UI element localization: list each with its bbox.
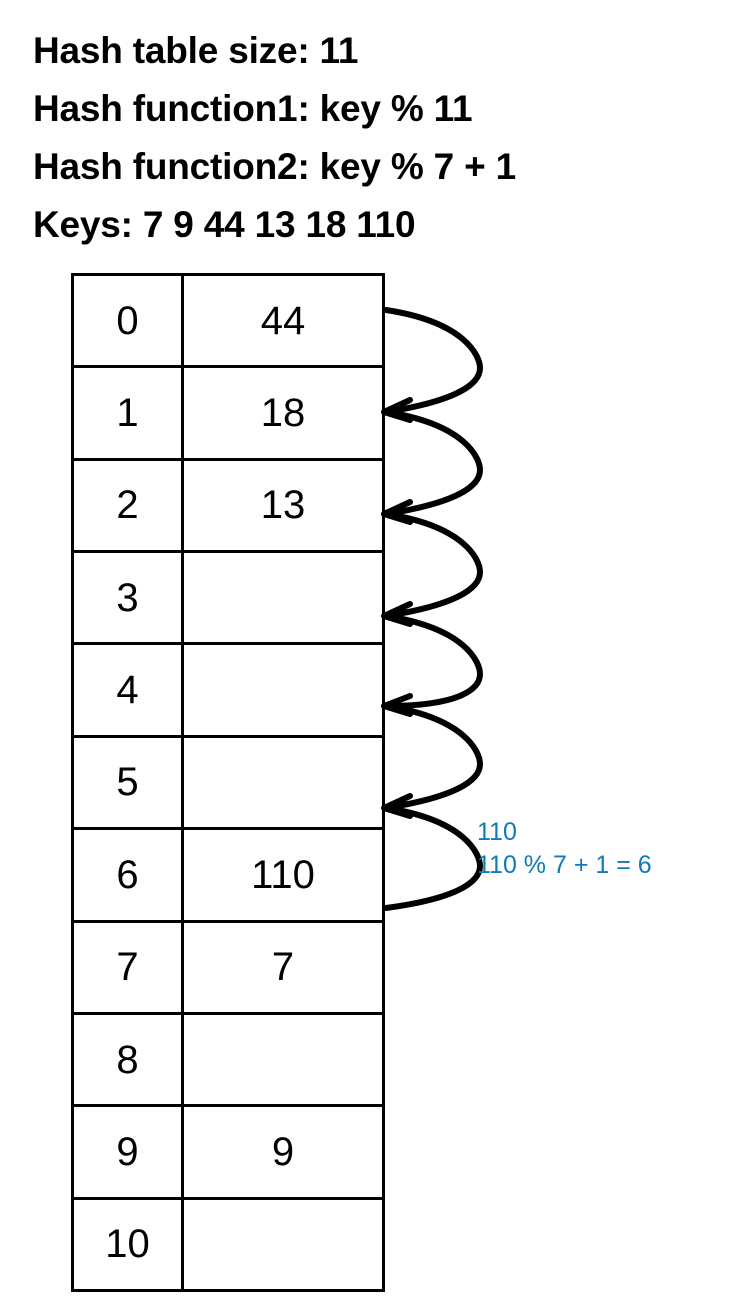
slot-index: 4 (74, 645, 184, 735)
slot-value (184, 645, 382, 734)
table-row: 9 9 (74, 1107, 382, 1200)
slot-value: 110 (251, 852, 315, 897)
table-row: 8 (74, 1014, 382, 1108)
slot-value (184, 1015, 382, 1104)
table-row: 6 110 (74, 830, 382, 923)
slot-value: 7 (271, 945, 295, 990)
slot-index: 2 (74, 460, 184, 551)
table-row: 10 (74, 1199, 382, 1289)
slot-value (184, 738, 382, 827)
probe-arrowhead-4 (381, 693, 413, 717)
slot-value: 13 (260, 483, 306, 528)
probe-arrow-5-to-6 (383, 805, 484, 911)
probe-arrowhead-2 (381, 499, 413, 525)
table-row: 2 13 (74, 460, 382, 554)
probe-arrow-3-to-4 (383, 613, 484, 709)
header-line-table-size: Hash table size: 11 (33, 30, 359, 71)
slot-index: 1 (74, 368, 184, 458)
probe-arrow-4-to-5 (383, 703, 484, 811)
table-row: 3 (74, 553, 382, 646)
slot-index: 0 (74, 276, 184, 366)
probe-arrow-0-to-1 (383, 307, 484, 415)
slot-value: 18 (260, 391, 306, 436)
header-line-hash-function-1: Hash function1: key % 11 (33, 88, 473, 129)
slot-value (184, 553, 382, 642)
table-row: 7 7 (74, 922, 382, 1015)
slot-value (184, 1200, 382, 1289)
annotation-computation: 110 % 7 + 1 = 6 (477, 851, 652, 879)
hash-table: 0 44 1 18 2 13 3 4 5 6 110 7 7 8 9 9 10 (71, 273, 385, 1292)
slot-index: 9 (74, 1107, 184, 1197)
table-row: 0 44 (74, 276, 382, 369)
probe-arrowhead-5 (381, 793, 413, 819)
table-row: 1 18 (74, 368, 382, 461)
probe-arrow-2-to-3 (383, 511, 484, 619)
slot-value: 44 (260, 298, 306, 343)
probe-arrowhead-3 (381, 601, 413, 627)
annotation-key: 110 (477, 818, 517, 846)
probe-annotation: 110 110 % 7 + 1 = 6 (477, 816, 652, 882)
slot-index: 3 (74, 553, 184, 643)
slot-index: 7 (74, 922, 184, 1012)
probe-arrowhead-1 (381, 397, 413, 423)
slot-index: 10 (74, 1199, 184, 1289)
header-line-hash-function-2: Hash function2: key % 7 + 1 (33, 146, 516, 187)
table-row: 4 (74, 645, 382, 738)
slot-value: 9 (271, 1129, 295, 1174)
slot-index: 6 (74, 830, 184, 920)
hash-table-description: Hash table size: 11 Hash function1: key … (33, 22, 723, 254)
header-line-keys: Keys: 7 9 44 13 18 110 (33, 204, 416, 245)
slot-index: 8 (74, 1014, 184, 1105)
table-row: 5 (74, 737, 382, 831)
probe-arrow-1-to-2 (383, 409, 484, 517)
slot-index: 5 (74, 737, 184, 828)
